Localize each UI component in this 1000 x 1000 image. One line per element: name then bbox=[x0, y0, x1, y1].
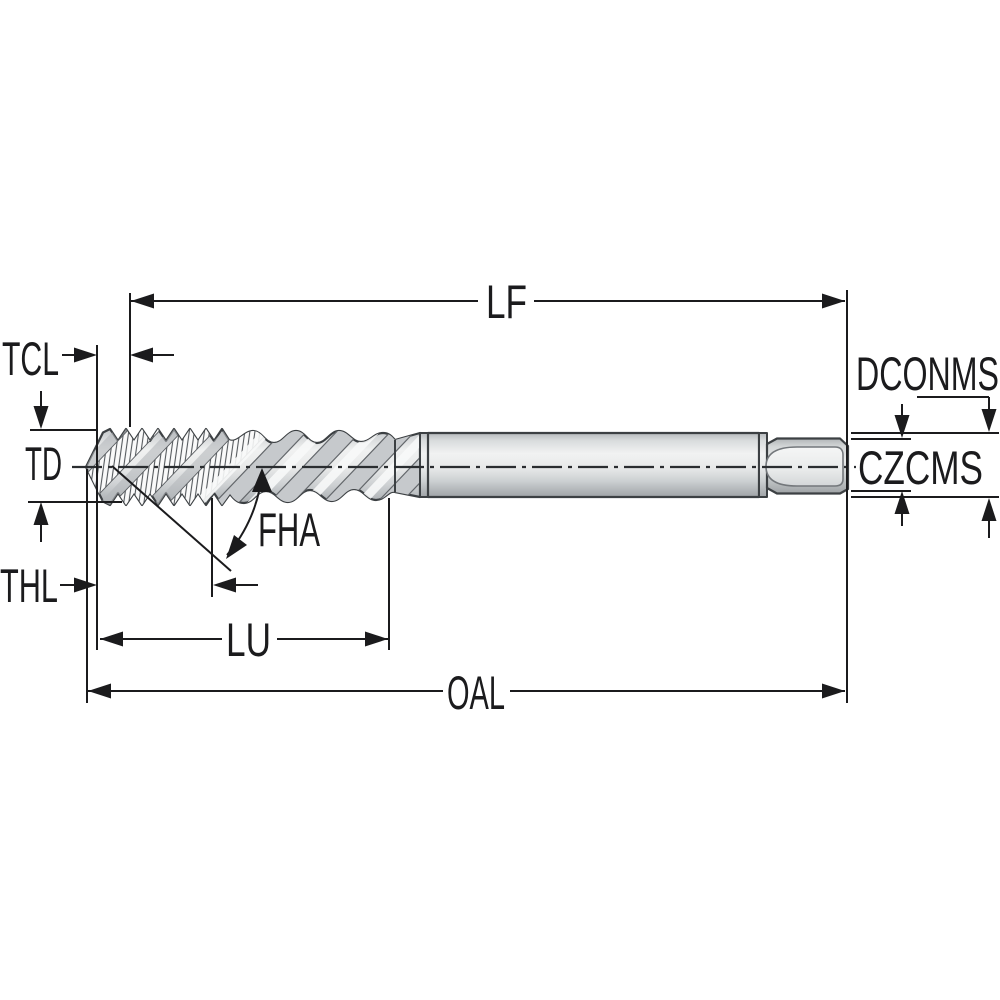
dim-lf bbox=[129, 290, 848, 703]
arrowhead-up bbox=[981, 498, 997, 521]
arrowhead-up bbox=[252, 468, 272, 492]
dim-label-td: TD bbox=[25, 437, 62, 490]
arrowhead-left bbox=[213, 577, 236, 593]
dim-fha bbox=[111, 465, 272, 572]
arrowhead-left bbox=[131, 293, 154, 309]
arrowhead-down bbox=[981, 409, 997, 432]
dim-label-czcms: CZCMS bbox=[858, 441, 983, 494]
arrowhead-right bbox=[74, 577, 97, 593]
arrowhead-right bbox=[74, 347, 97, 363]
dim-lu bbox=[100, 498, 390, 650]
dim-label-lf: LF bbox=[486, 275, 527, 328]
dim-label-lu: LU bbox=[226, 613, 271, 666]
arrowhead-down-left bbox=[226, 535, 247, 559]
dim-czcms bbox=[851, 404, 911, 526]
dim-oal bbox=[86, 469, 845, 703]
dim-label-fha: FHA bbox=[258, 503, 320, 556]
arrowhead-down bbox=[33, 406, 49, 429]
shank-front-ring bbox=[419, 432, 429, 498]
arrowhead-right bbox=[822, 293, 845, 309]
arrowhead-down bbox=[894, 415, 910, 438]
arrowhead-left bbox=[130, 347, 153, 363]
arrowhead-right bbox=[365, 631, 388, 647]
dim-td bbox=[28, 391, 122, 542]
dim-tcl bbox=[62, 345, 174, 650]
square-drive-face bbox=[765, 446, 844, 487]
dim-label-oal: OAL bbox=[447, 666, 505, 719]
shank bbox=[426, 431, 761, 499]
arrowhead-right bbox=[822, 683, 845, 699]
arrowhead-up bbox=[33, 502, 49, 525]
dim-label-thl: THL bbox=[0, 559, 58, 612]
dim-dconms bbox=[851, 396, 999, 538]
dimension-labels: LF TCL TD THL FHA LU OAL DCONMS CZCMS bbox=[0, 275, 999, 719]
dim-thl bbox=[60, 498, 258, 597]
arrowhead-up bbox=[894, 491, 910, 514]
helix-reference-line bbox=[111, 465, 232, 572]
dim-label-dconms: DCONMS bbox=[856, 347, 999, 400]
dim-label-tcl: TCL bbox=[2, 332, 59, 385]
